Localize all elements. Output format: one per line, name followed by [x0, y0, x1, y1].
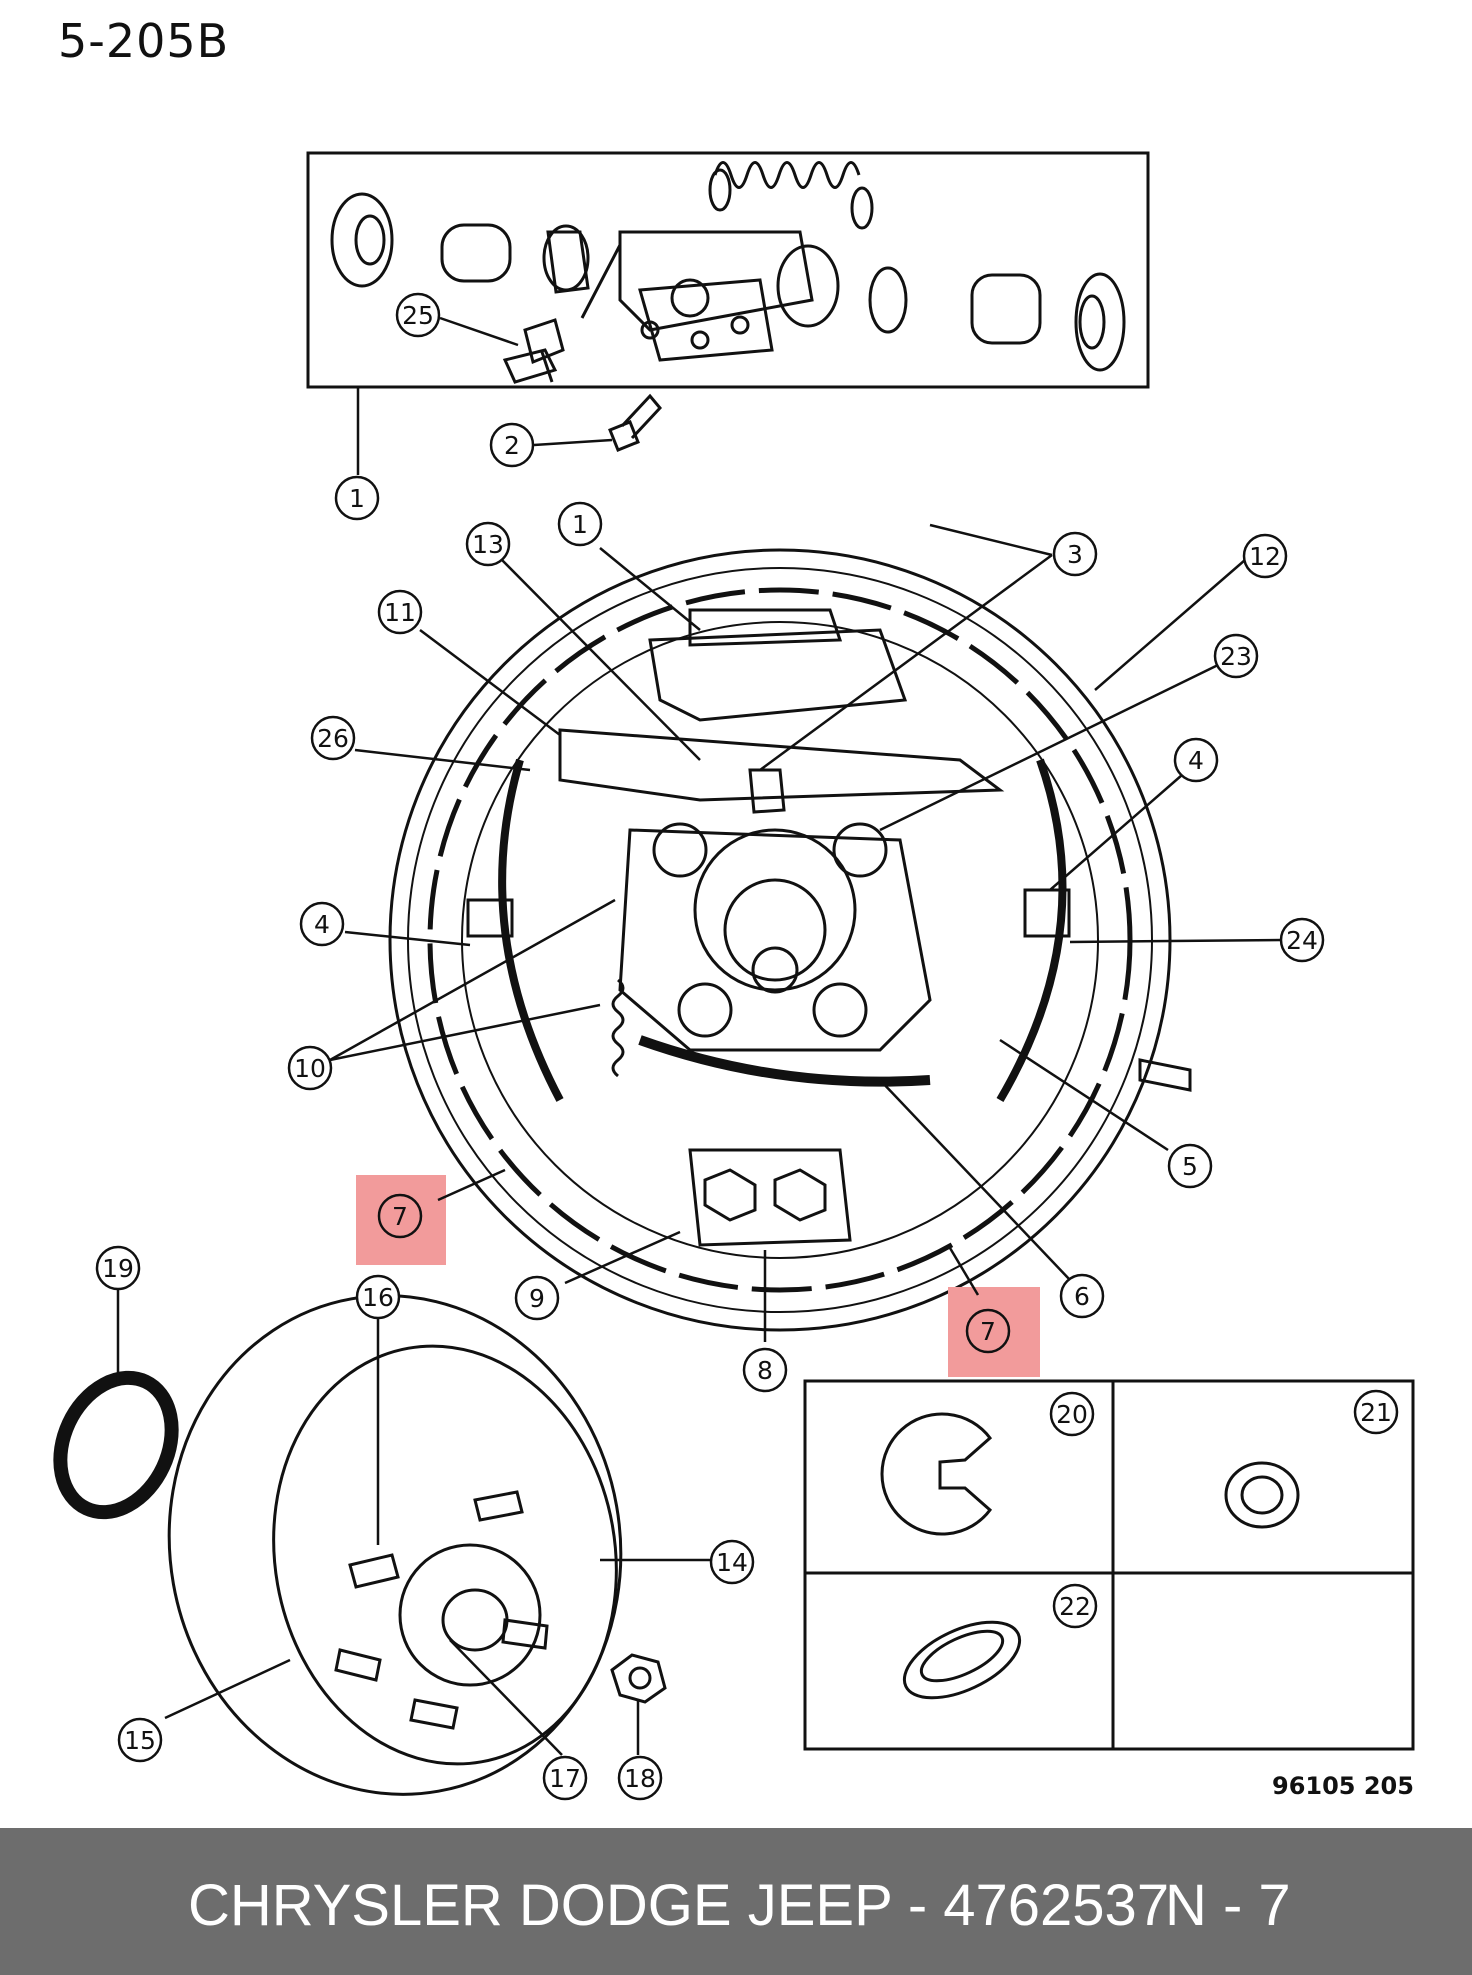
- svg-text:26: 26: [317, 724, 349, 753]
- callout-c-7-left: 7: [377, 1193, 423, 1239]
- callout-c-5: 5: [1167, 1143, 1213, 1189]
- footer-title: CHRYSLER DODGE JEEP - 4762537: [188, 1873, 1170, 1938]
- leader-lines: [116, 316, 1283, 1756]
- callout-c-26: 26: [310, 715, 356, 761]
- callout-c-22: 22: [1052, 1583, 1098, 1629]
- callout-c-17: 17: [542, 1755, 588, 1801]
- callout-c-25: 25: [395, 292, 441, 338]
- brake-assembly-diagram: 25 1 2 13 1 3 12 11 23 26 4 4 24 10 5 7 …: [53, 151, 1415, 1801]
- svg-text:12: 12: [1249, 542, 1281, 571]
- svg-text:25: 25: [402, 301, 434, 330]
- callout-c-6: 6: [1059, 1273, 1105, 1319]
- callout-c-4-right: 4: [1173, 737, 1219, 783]
- svg-text:10: 10: [294, 1054, 326, 1083]
- parts-kit-grid: [803, 1379, 1415, 1751]
- svg-text:7: 7: [980, 1317, 996, 1346]
- svg-text:4: 4: [314, 910, 330, 939]
- highlight-box: [948, 1287, 1040, 1377]
- callout-c-3: 3: [1052, 531, 1098, 577]
- svg-text:2: 2: [504, 431, 520, 460]
- callout-c-23: 23: [1213, 633, 1259, 679]
- svg-text:14: 14: [716, 1548, 748, 1577]
- svg-text:17: 17: [549, 1764, 581, 1793]
- callout-c-8: 8: [742, 1347, 788, 1393]
- svg-text:1: 1: [349, 484, 365, 513]
- svg-text:4: 4: [1188, 746, 1204, 775]
- svg-text:22: 22: [1059, 1592, 1091, 1621]
- svg-text:13: 13: [472, 530, 504, 559]
- svg-text:15: 15: [124, 1726, 156, 1755]
- bleeder-screw: [608, 393, 662, 452]
- svg-text:8: 8: [757, 1356, 773, 1385]
- svg-text:23: 23: [1220, 642, 1252, 671]
- page-code: 5-205B: [58, 14, 230, 68]
- svg-text:24: 24: [1286, 926, 1318, 955]
- callout-c-14: 14: [709, 1539, 755, 1585]
- svg-text:9: 9: [529, 1284, 545, 1313]
- callout-c-18: 18: [617, 1755, 663, 1801]
- callout-c-1-top: 1: [334, 475, 380, 521]
- callout-c-10: 10: [287, 1045, 333, 1091]
- lug-nut: [610, 1653, 667, 1704]
- svg-text:11: 11: [384, 598, 416, 627]
- footer-bar: CHRYSLER DODGE JEEP - 4762537 N - 7: [0, 1828, 1472, 1975]
- callout-c-9: 9: [514, 1275, 560, 1321]
- svg-text:19: 19: [102, 1254, 134, 1283]
- footer-code: N - 7: [1165, 1873, 1291, 1938]
- svg-text:20: 20: [1056, 1400, 1088, 1429]
- svg-text:3: 3: [1067, 540, 1083, 569]
- svg-text:21: 21: [1360, 1398, 1392, 1427]
- callout-c-13: 13: [465, 521, 511, 567]
- highlight-box: [356, 1175, 446, 1265]
- svg-text:5: 5: [1182, 1152, 1198, 1181]
- callout-c-15: 15: [117, 1717, 163, 1763]
- grease-seal: [53, 1370, 179, 1520]
- brake-drum: [167, 1294, 623, 1796]
- svg-text:16: 16: [362, 1283, 394, 1312]
- callout-c-21: 21: [1353, 1389, 1399, 1435]
- callout-c-2: 2: [489, 422, 535, 468]
- reference-code: 96105 205: [1272, 1772, 1414, 1800]
- callout-c-24: 24: [1279, 917, 1325, 963]
- callout-c-12: 12: [1242, 533, 1288, 579]
- callout-c-1-mid: 1: [557, 501, 603, 547]
- callout-c-19: 19: [95, 1245, 141, 1291]
- svg-text:18: 18: [624, 1764, 656, 1793]
- svg-text:1: 1: [572, 510, 588, 539]
- wheel-cylinder-exploded-view: [306, 151, 1150, 389]
- svg-text:6: 6: [1074, 1282, 1090, 1311]
- callout-c-11: 11: [377, 589, 423, 635]
- callout-c-4-left: 4: [299, 901, 345, 947]
- callout-c-20: 20: [1049, 1391, 1095, 1437]
- callout-c-7-right: 7: [965, 1308, 1011, 1354]
- svg-text:7: 7: [392, 1202, 408, 1231]
- backing-plate-assembly: [388, 548, 1192, 1332]
- callout-c-16: 16: [355, 1274, 401, 1320]
